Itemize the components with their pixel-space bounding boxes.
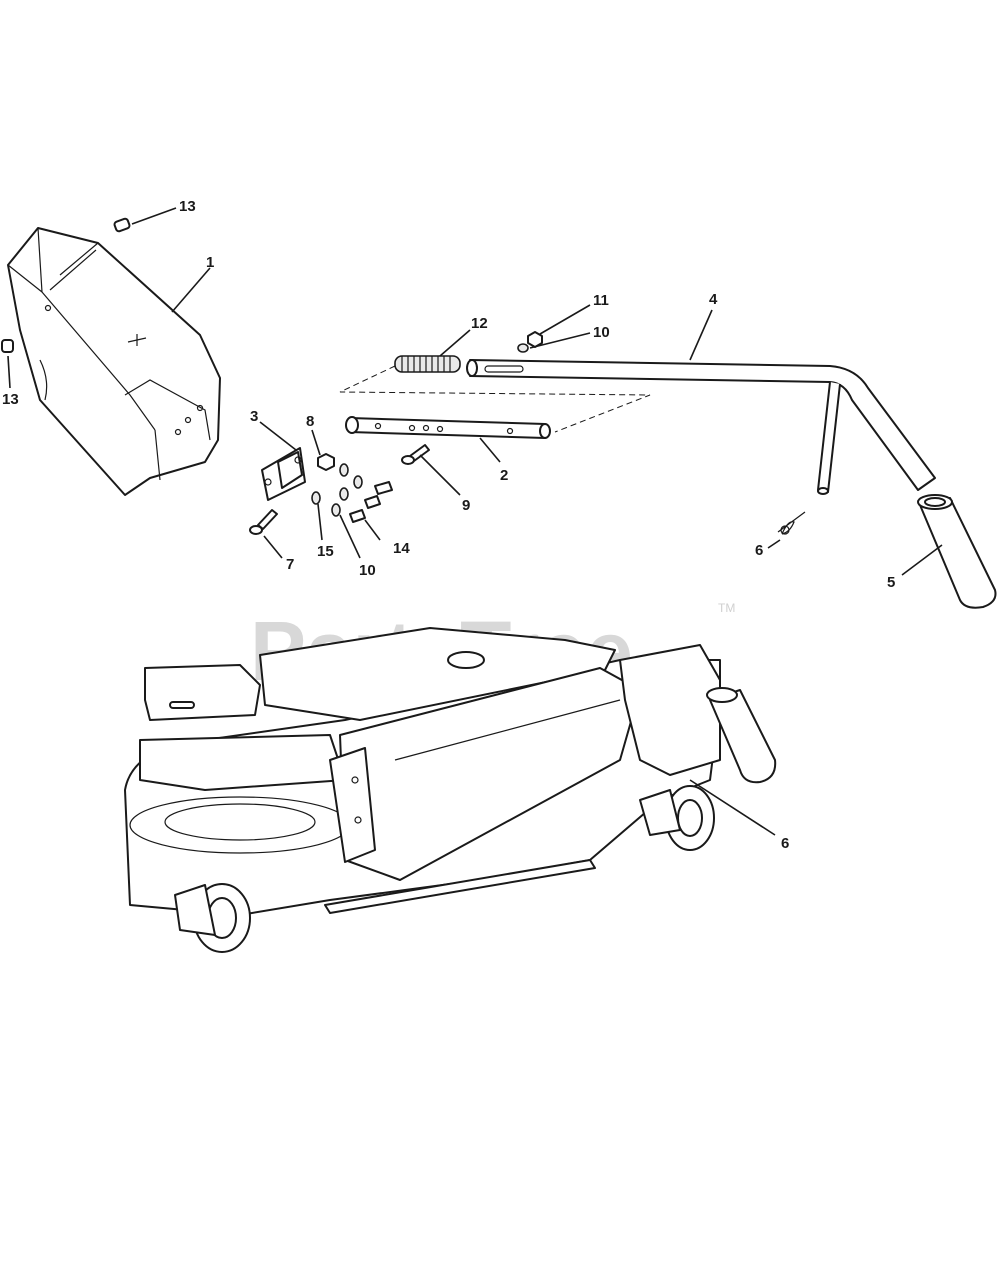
leader-1 xyxy=(171,267,211,313)
part-bolt-7 xyxy=(249,509,283,559)
callouts: 13 1 13 11 4 12 10 3 8 2 9 14 6 15 7 10 … xyxy=(2,198,895,852)
callout-3: 3 xyxy=(250,408,258,425)
part-spring xyxy=(394,329,471,373)
callout-10-bottom: 10 xyxy=(359,562,376,579)
callout-2: 2 xyxy=(500,467,508,484)
part-handle-rod xyxy=(466,309,936,495)
part-hairpin-top xyxy=(767,511,806,549)
watermark-trademark: TM xyxy=(718,601,735,615)
callout-9: 9 xyxy=(462,497,470,514)
part-nut-11-washer-10 xyxy=(517,304,591,353)
callout-6-bottom: 6 xyxy=(781,835,789,852)
part-tube xyxy=(345,416,551,463)
part-bolt-9 xyxy=(401,444,461,496)
mower-deck-assembly xyxy=(124,627,777,953)
callout-8: 8 xyxy=(306,413,314,430)
part-grip xyxy=(901,494,997,609)
callout-7: 7 xyxy=(286,556,294,573)
callout-10-top: 10 xyxy=(593,324,610,341)
callout-11: 11 xyxy=(593,292,609,309)
callout-12: 12 xyxy=(471,315,488,332)
callout-6-top: 6 xyxy=(755,542,763,559)
callout-5: 5 xyxy=(887,574,895,591)
assembly-guide-lines xyxy=(339,365,651,433)
callout-13-left: 13 xyxy=(2,391,19,408)
callout-15: 15 xyxy=(317,543,334,560)
callout-14: 14 xyxy=(393,540,410,557)
part-screw-13-top xyxy=(113,207,177,233)
part-screw-13-left xyxy=(1,339,14,389)
part-bracket xyxy=(259,421,306,501)
callout-1: 1 xyxy=(206,254,214,271)
part-washers-and-bolts xyxy=(311,463,393,559)
callout-4: 4 xyxy=(709,291,718,308)
part-deflector-chute xyxy=(7,227,221,496)
callout-13-top: 13 xyxy=(179,198,196,215)
part-nut-8 xyxy=(311,429,335,471)
